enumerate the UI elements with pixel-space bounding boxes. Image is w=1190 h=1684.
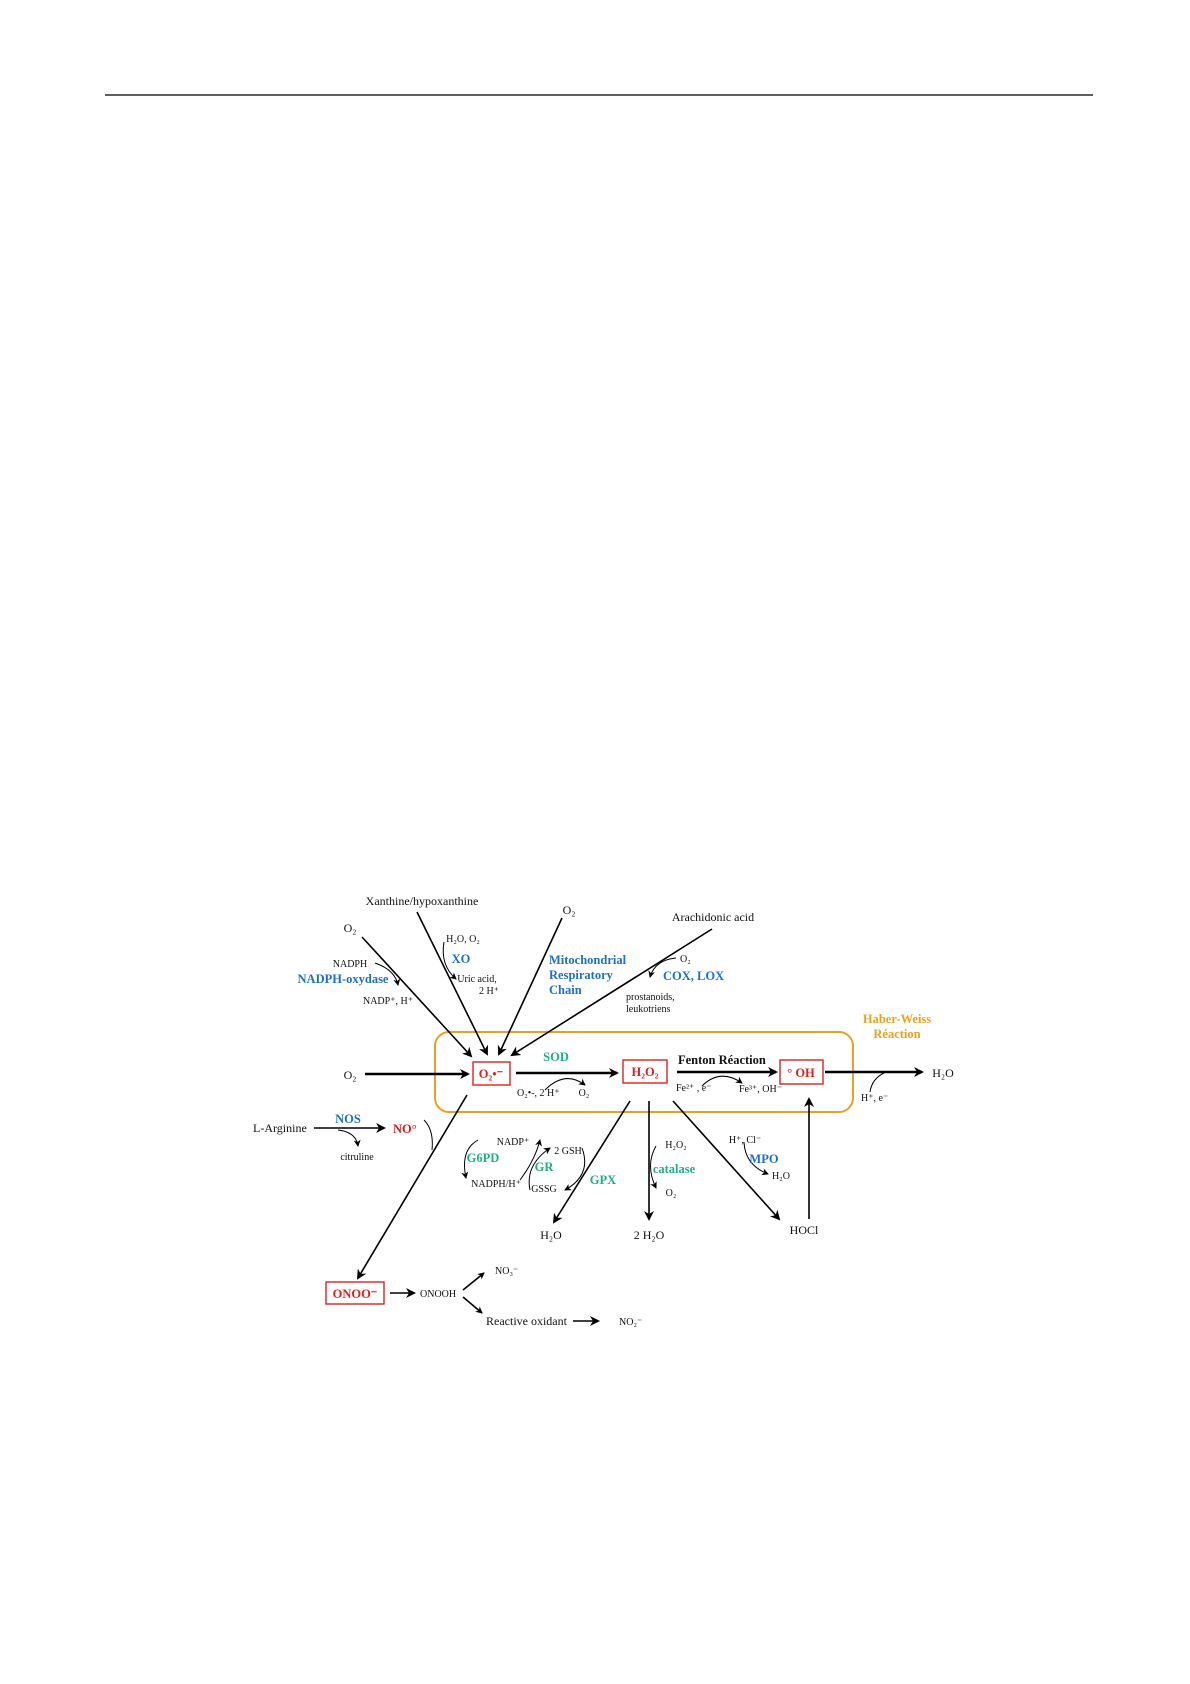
fe2-label: Fe²⁺ , e⁻ [676, 1083, 712, 1094]
h2o-o2-label: H₂O, O₂ [446, 934, 480, 945]
o2-left-label: O₂ [344, 1068, 357, 1082]
curve-nadph [374, 962, 401, 986]
sod-substrate-label: O₂•-, 2 H⁺ [517, 1088, 560, 1099]
sod-label: SOD [543, 1050, 569, 1064]
h2o-right-label: H₂O [932, 1066, 954, 1080]
catalase-label: catalase [653, 1162, 696, 1176]
superoxide-box [472, 1061, 511, 1086]
hydroxyl-box [779, 1059, 824, 1085]
leukotriens-label: leukotriens [626, 1004, 671, 1015]
curve-mpo [743, 1141, 769, 1176]
xanthine-label: Xanthine/hypoxanthine [366, 894, 479, 908]
no2-label: NO₂⁻ [619, 1317, 642, 1328]
nadph-oxydase-label: NADPH-oxydase [298, 972, 389, 986]
curve-gr-up [519, 1139, 542, 1181]
two-gsh-label: 2 GSH [554, 1146, 582, 1157]
curve-g6pd [461, 1139, 479, 1179]
peroxynitrite-label: ONOO⁻ [333, 1287, 378, 1301]
cox-lox-label: COX, LOX [663, 969, 724, 983]
fenton-label: Fenton Réaction [678, 1053, 766, 1067]
h2o2-label: H₂O₂ [632, 1065, 659, 1079]
uric-acid-label: Uric acid, [457, 974, 496, 985]
arrow-mito [497, 917, 563, 1056]
arrow-reactive [462, 1296, 483, 1314]
h2o-mpo-label: H₂O [772, 1171, 790, 1182]
nadph-label: NADPH [333, 959, 367, 970]
gssg-label: GSSG [531, 1184, 557, 1195]
gpx-label: GPX [590, 1173, 616, 1187]
haber-weiss-label-1: Haber-Weiss [863, 1012, 931, 1026]
curve-h-e [869, 1071, 887, 1093]
arachidonic-label: Arachidonic acid [672, 910, 754, 924]
peroxynitrite-box [325, 1281, 385, 1305]
arrow-peroxynitrite [356, 1094, 468, 1280]
o2-nadph-label: O₂ [344, 921, 357, 935]
fe3-label: Fe³⁺, OH⁻ [739, 1084, 782, 1095]
nos-label: NOS [335, 1112, 361, 1126]
curve-fenton [701, 1075, 743, 1087]
arrow-mpo [672, 1100, 781, 1221]
o2-cox-label: O₂ [680, 954, 691, 965]
arrow-gpx [552, 1100, 631, 1224]
nadp-plus-label: NADP⁺ [497, 1137, 530, 1148]
mito-label-1: Mitochondrial [549, 953, 627, 967]
no3-label: NO₃⁻ [495, 1266, 518, 1277]
h2o2-box [622, 1059, 668, 1084]
citruline-label: citruline [340, 1152, 374, 1163]
curve-xo [442, 941, 457, 980]
two-h-label: 2 H⁺ [479, 986, 499, 997]
mito-label-2: Respiratory [549, 968, 614, 982]
h2o2-catalase-label: H₂O₂ [665, 1140, 686, 1151]
curve-no [423, 1119, 433, 1151]
gr-label: GR [535, 1160, 555, 1174]
o2-catalase-label: O₂ [666, 1188, 677, 1199]
curve-gpx [564, 1147, 586, 1191]
prostanoids-label: prostanoids, [626, 992, 675, 1003]
arrow-xanthine [416, 911, 488, 1056]
hocl-label: HOCl [790, 1223, 819, 1237]
mpo-label: MPO [749, 1152, 778, 1166]
haber-weiss-label-2: Réaction [873, 1027, 920, 1041]
curve-gr [528, 1147, 551, 1191]
h-e-label: H⁺, e⁻ [861, 1093, 888, 1104]
curve-catalase [650, 1145, 657, 1189]
arrow-no3 [462, 1272, 485, 1291]
reactive-oxidant-label: Reactive oxidant [486, 1314, 568, 1328]
h2o-gpx-label: H₂O [540, 1228, 562, 1242]
curve-cox [648, 957, 677, 978]
mito-label-3: Chain [549, 983, 582, 997]
two-h2o-label: 2 H₂O [634, 1228, 665, 1242]
g6pd-label: G6PD [467, 1151, 500, 1165]
l-arginine-label: L-Arginine [253, 1121, 307, 1135]
arrow-arachidonic [510, 928, 713, 1057]
no-label: NO° [393, 1122, 417, 1136]
curve-sod [544, 1078, 586, 1091]
xo-label: XO [452, 952, 471, 966]
arrow-nadph-oxidase [361, 936, 473, 1058]
hydroxyl-label: ° OH [787, 1066, 815, 1080]
nadph-h-label: NADPH/H⁺ [471, 1179, 521, 1190]
onooh-label: ONOOH [420, 1289, 456, 1300]
sod-o2-label: O₂ [579, 1088, 590, 1099]
nadp-h-label: NADP⁺, H⁺ [363, 996, 413, 1007]
o2-top-label: O₂ [563, 903, 576, 917]
h-cl-label: H⁺, Cl⁻ [729, 1135, 761, 1146]
curve-citruline [337, 1129, 361, 1147]
superoxide-label: O₂•⁻ [479, 1067, 504, 1081]
